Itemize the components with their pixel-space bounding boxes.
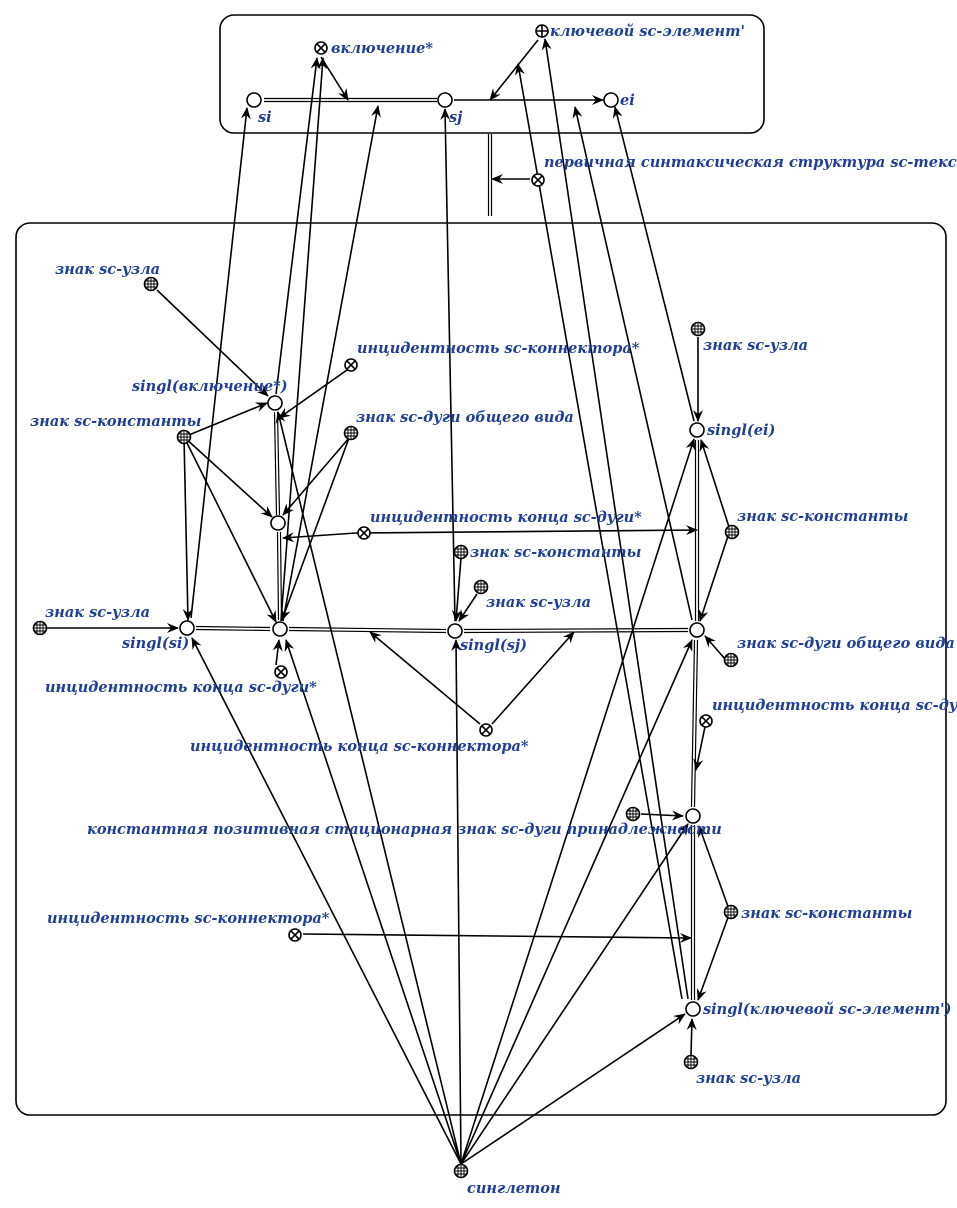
double-arcs (195, 97, 700, 1000)
class-icons (32, 276, 740, 1179)
label-singl-inclusion: singl(включение*) (132, 378, 288, 395)
label-connector-incidence-top: инцидентность sc-коннектора* (357, 340, 640, 357)
node-si (246, 92, 262, 108)
label-connector-end-incidence: инцидентность конца sc-коннектора* (190, 738, 529, 755)
cross-circle-icon (699, 714, 713, 728)
grid-circle-icon (625, 806, 641, 822)
node-singl-si (179, 620, 195, 636)
node-arc-d (685, 808, 701, 824)
cross-circle-icon (344, 358, 358, 372)
cross-circle-icon (479, 723, 493, 737)
label-constant-sign-center: знак sc-константы (470, 544, 641, 561)
cross-circle-icon (531, 173, 545, 187)
top-structure-frame (219, 14, 765, 134)
label-singl-si: singl(si) (122, 635, 189, 652)
main-structure-frame (15, 222, 947, 1116)
grid-circle-icon (453, 544, 469, 560)
label-constant-sign-right: знак sc-константы (737, 508, 908, 525)
node-singl-ei (689, 422, 705, 438)
label-singleton: синглетон (467, 1180, 561, 1197)
label-primary-structure: первичная синтаксическая структура sc-те… (544, 154, 957, 171)
label-connector-incidence-bottom: инцидентность sc-коннектора* (47, 910, 330, 927)
node-singl-sj (447, 623, 463, 639)
label-singl-ei: singl(ei) (707, 422, 775, 439)
node-singl-inclusion (267, 395, 283, 411)
label-node-sign-tl: знак sc-узла (55, 261, 160, 278)
cross-circle-icon (314, 41, 328, 55)
grid-circle-icon (723, 904, 739, 920)
label-sj: sj (449, 109, 463, 126)
grid-circle-icon (143, 276, 159, 292)
cross-circle-icon (288, 928, 302, 942)
directed-arcs (46, 38, 731, 1165)
label-node-sign-right: знак sc-узла (703, 337, 808, 354)
label-general-arc-sign-right: знак sc-дуги общего вида (737, 635, 955, 652)
grid-circle-icon (453, 1163, 469, 1179)
grid-circle-icon (723, 652, 739, 668)
node-arc-b (272, 621, 288, 637)
label-arc-end-incidence-right: инцидентность конца sc-дуги* (712, 697, 957, 714)
label-node-sign-bottom: знак sc-узла (696, 1070, 801, 1087)
label-node-sign-left: знак sc-узла (45, 604, 150, 621)
grid-circle-icon (473, 579, 489, 595)
grid-circle-icon (32, 620, 48, 636)
cross-circle-icon (357, 526, 371, 540)
grid-circle-icon (724, 524, 740, 540)
cross-circle-icon (274, 665, 288, 679)
grid-circle-icon (176, 429, 192, 445)
node-ei (603, 92, 619, 108)
label-si: si (258, 109, 272, 126)
label-constant-sign-bottom: знак sc-константы (741, 905, 912, 922)
label-key-element: ключевой sc-элемент' (550, 23, 745, 40)
label-membership-arc: константная позитивная стационарная знак… (87, 821, 722, 838)
label-node-sign-center: знак sc-узла (486, 594, 591, 611)
node-singl-key-element (685, 1001, 701, 1017)
label-constant-sign-left: знак sc-константы (30, 413, 201, 430)
label-general-arc-sign-mid: знак sc-дуги общего вида (356, 409, 574, 426)
grid-circle-icon (690, 321, 706, 337)
label-singl-sj: singl(sj) (460, 637, 527, 654)
labels: включение* ключевой sc-элемент' si sj ei… (30, 23, 957, 1197)
plus-circle-icon (535, 24, 549, 38)
grid-circle-icon (683, 1054, 699, 1070)
node-arc-a (270, 515, 286, 531)
grid-circle-icon (343, 425, 359, 441)
nodes (179, 92, 705, 1017)
node-sj (437, 92, 453, 108)
label-arc-end-incidence-left: инцидентность конца sc-дуги* (45, 679, 317, 696)
label-ei: ei (620, 92, 635, 109)
label-arc-end-incidence-mid: инцидентность конца sc-дуги* (370, 509, 642, 526)
label-inclusion: включение* (331, 40, 433, 57)
node-arc-c (689, 622, 705, 638)
label-singl-key-element: singl(ключевой sc-элемент') (703, 1001, 951, 1018)
relation-icons (274, 24, 713, 942)
